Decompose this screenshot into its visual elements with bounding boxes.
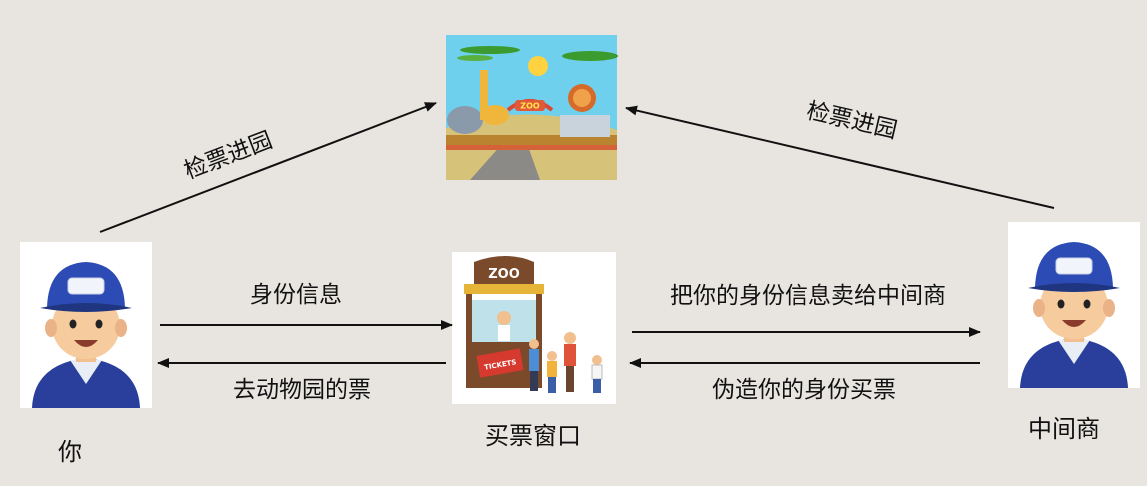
arrow-you-to-zoo bbox=[99, 102, 437, 233]
label-window-to-you: 去动物园的票 bbox=[233, 377, 371, 403]
person-middleman-icon bbox=[1007, 221, 1141, 389]
label-window-to-middleman: 把你的身份信息卖给中间商 bbox=[670, 283, 946, 309]
caption-ticket-window: 买票窗口 bbox=[485, 422, 581, 450]
person-you-icon bbox=[19, 241, 153, 409]
zoo-illustration: ZOO bbox=[446, 35, 618, 180]
label-you-to-zoo: 检票进园 bbox=[181, 127, 276, 184]
ticket-booth-illustration: ZOO TICKETS bbox=[452, 252, 616, 404]
arrow-middleman-to-zoo bbox=[625, 105, 1055, 209]
booth-sign-text: ZOO bbox=[488, 267, 520, 282]
zoo-sign-text: ZOO bbox=[520, 102, 540, 111]
caption-middleman: 中间商 bbox=[1028, 415, 1100, 443]
label-you-to-window: 身份信息 bbox=[250, 282, 342, 308]
label-middleman-to-zoo: 检票进园 bbox=[804, 98, 899, 144]
caption-you: 你 bbox=[58, 438, 82, 466]
label-middleman-to-window: 伪造你的身份买票 bbox=[712, 377, 896, 403]
